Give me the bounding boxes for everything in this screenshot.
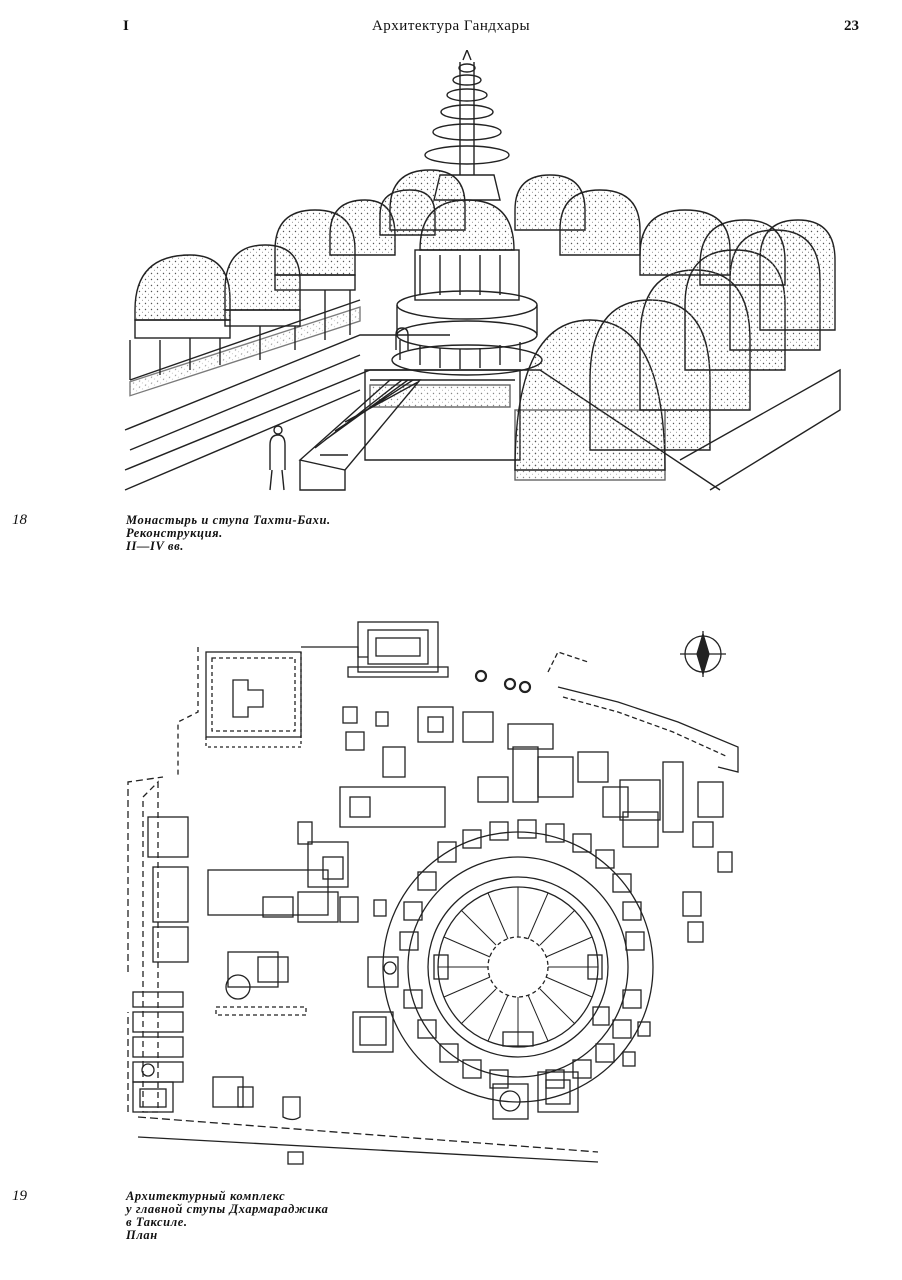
caption-line: II—IV вв. <box>126 539 185 553</box>
caption-line: Монастырь и ступа Тахти-Бахи. <box>126 513 331 527</box>
running-title: Архитектура Гандхары <box>371 18 531 34</box>
site-plan-drawing <box>127 621 739 1165</box>
caption-line: План <box>126 1228 158 1242</box>
caption-line: у главной ступы Дхармараджика <box>126 1202 329 1216</box>
figure-number: 19 <box>12 1188 27 1204</box>
north-arrow-icon <box>680 631 726 677</box>
caption-line: Архитектурный комплекс <box>126 1189 286 1203</box>
page-number: 23 <box>844 18 859 34</box>
stupa-reconstruction-illustration <box>124 50 841 491</box>
caption-line: в Таксиле. <box>126 1215 188 1229</box>
figure-number: 18 <box>12 512 27 528</box>
figure-caption: Монастырь и ступа Тахти-Бахи. Реконструк… <box>126 514 331 553</box>
section-numeral: I <box>123 18 129 34</box>
caption-line: Реконструкция. <box>126 526 223 540</box>
figure-caption: Архитектурный комплекс у главной ступы Д… <box>126 1190 328 1242</box>
